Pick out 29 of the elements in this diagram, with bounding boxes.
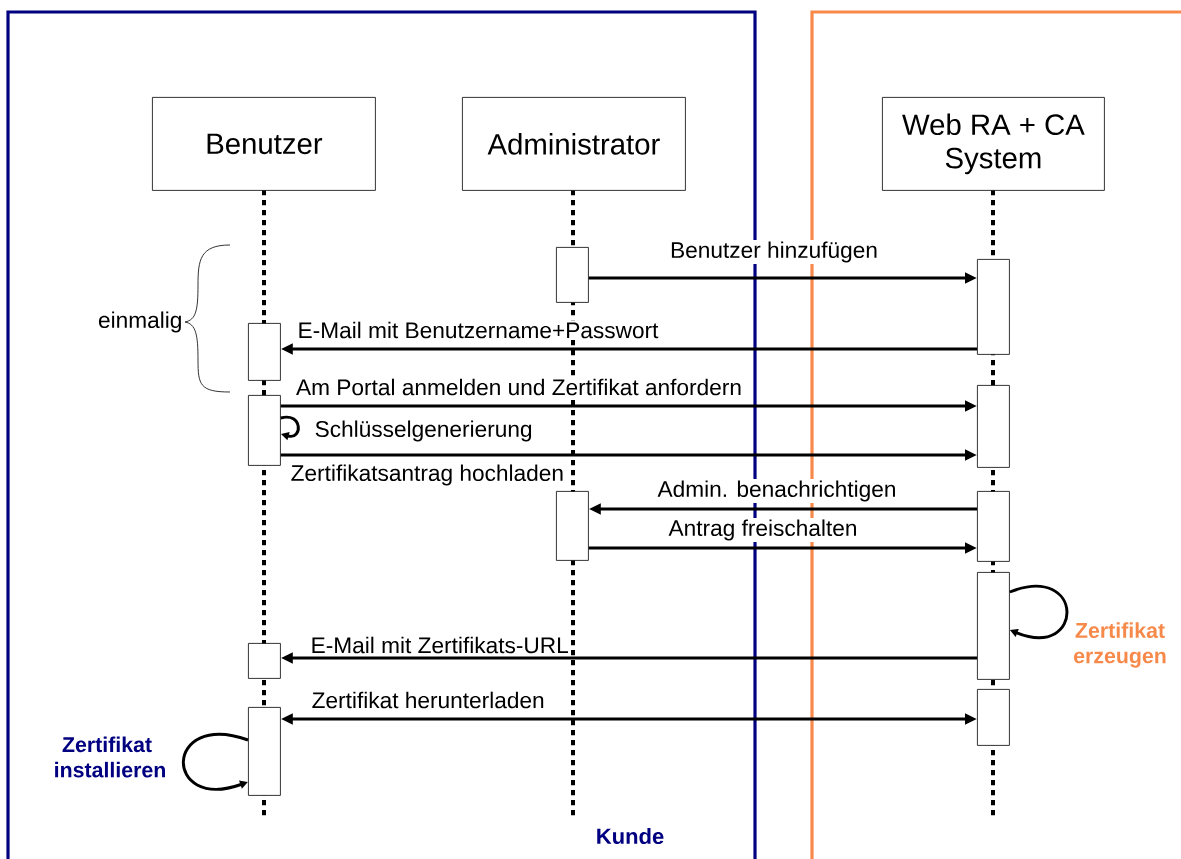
edge-label: Admin. benachrichtigen bbox=[656, 479, 898, 503]
edge-label: E-Mail mit Zertifikats-URL bbox=[309, 635, 571, 655]
lifeline-head: Benutzer bbox=[152, 97, 376, 191]
activation-bar bbox=[556, 491, 589, 561]
note: einmalig bbox=[98, 311, 181, 333]
edge-label: Antrag freischalten bbox=[667, 518, 859, 542]
arrow bbox=[1009, 585, 1069, 639]
activation-bar bbox=[556, 247, 589, 303]
edge-label: Schlüsselgenerierung bbox=[313, 419, 534, 443]
edge-label: Zertifikat installieren bbox=[55, 736, 165, 778]
activation-bar bbox=[977, 385, 1010, 468]
edge-label: Zertifikatsantrag hochladen bbox=[289, 463, 566, 487]
activation-bar bbox=[977, 689, 1010, 746]
activation-bar bbox=[977, 572, 1010, 680]
edge-label: Zertifikat erzeugen bbox=[1074, 622, 1166, 668]
arrow bbox=[182, 733, 249, 791]
activation-bar bbox=[248, 707, 281, 796]
edge-label: Zertifikat herunterladen bbox=[310, 690, 547, 710]
activation-bar bbox=[248, 395, 281, 466]
activation-bar bbox=[977, 259, 1010, 355]
edge-label: E-Mail mit Benutzername+Passwort bbox=[296, 320, 660, 340]
lifeline-head: Web RA + CA System bbox=[882, 97, 1105, 191]
activation-bar bbox=[248, 643, 281, 679]
edge-label: Am Portal anmelden und Zertifikat anfordern bbox=[294, 377, 744, 397]
lifeline-head: Administrator bbox=[462, 97, 686, 191]
activation-bar bbox=[248, 323, 281, 381]
edge-label: Benutzer hinzufügen bbox=[668, 240, 880, 264]
activation-bar bbox=[977, 491, 1010, 562]
arrow bbox=[280, 415, 300, 441]
